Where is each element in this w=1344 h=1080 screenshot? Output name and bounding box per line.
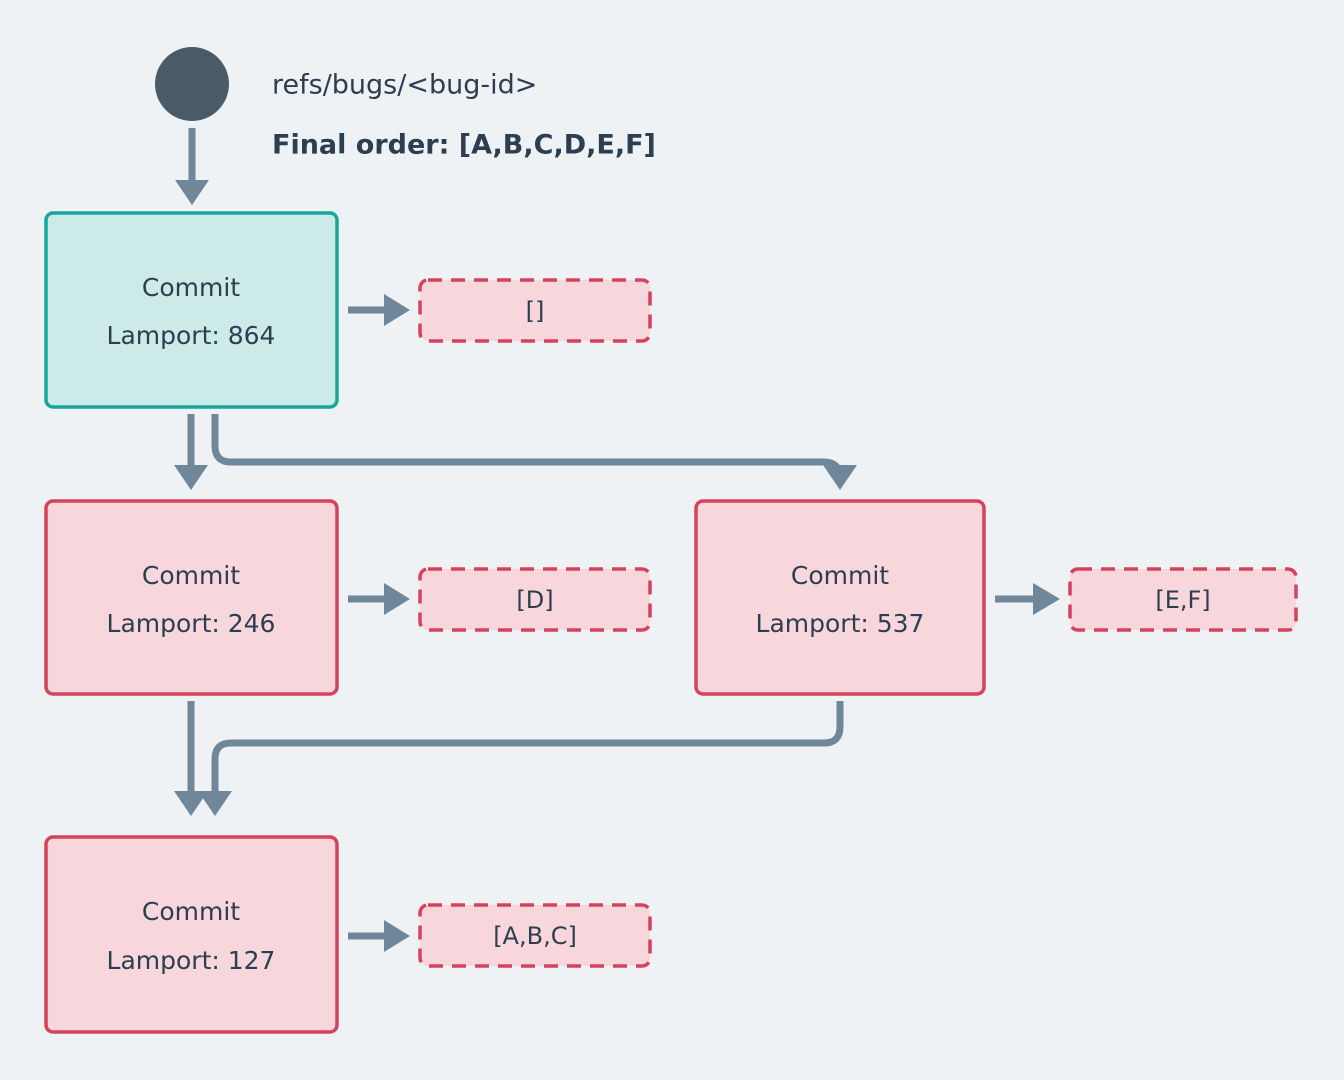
commit-node-127[interactable] bbox=[44, 835, 339, 1034]
commit-864-line1: Commit bbox=[142, 273, 240, 302]
start-node[interactable] bbox=[155, 47, 229, 121]
commit-246-line1: Commit bbox=[142, 561, 240, 590]
edge-commit-537-to-commit-127 bbox=[198, 701, 844, 816]
edge-start-to-commit-864 bbox=[175, 128, 209, 205]
edge-commit-246-to-commit-127 bbox=[174, 701, 208, 816]
commit-864-line2: Lamport: 864 bbox=[107, 321, 276, 350]
payload-box-246[interactable] bbox=[418, 567, 652, 632]
commit-537-line1: Commit bbox=[791, 561, 889, 590]
payload-246-label: [D] bbox=[516, 586, 553, 614]
edge-commit-864-to-commit-246 bbox=[174, 414, 208, 490]
payload-box-864[interactable] bbox=[418, 278, 652, 343]
commit-node-246[interactable] bbox=[44, 499, 339, 696]
edge-commit-246-to-payload bbox=[348, 583, 410, 615]
edge-commit-537-to-payload bbox=[995, 583, 1060, 615]
commit-246-line2: Lamport: 246 bbox=[107, 609, 276, 638]
commit-127-line1: Commit bbox=[142, 897, 240, 926]
commit-node-864[interactable] bbox=[44, 211, 339, 409]
payload-127-label: [A,B,C] bbox=[493, 922, 577, 950]
ref-path-label: refs/bugs/<bug-id> bbox=[272, 70, 537, 101]
edge-commit-864-to-payload bbox=[348, 294, 410, 326]
payload-box-127[interactable] bbox=[418, 903, 652, 968]
payload-537-label: [E,F] bbox=[1155, 586, 1210, 614]
commit-127-line2: Lamport: 127 bbox=[107, 946, 276, 975]
payload-864-label: [] bbox=[526, 297, 545, 325]
edge-commit-127-to-payload bbox=[348, 920, 410, 952]
commit-node-537[interactable] bbox=[694, 499, 986, 696]
commit-537-line2: Lamport: 537 bbox=[756, 609, 925, 638]
final-order-label: Final order: [A,B,C,D,E,F] bbox=[272, 130, 656, 161]
edge-commit-864-to-commit-537 bbox=[211, 414, 857, 490]
payload-box-537[interactable] bbox=[1068, 567, 1298, 632]
